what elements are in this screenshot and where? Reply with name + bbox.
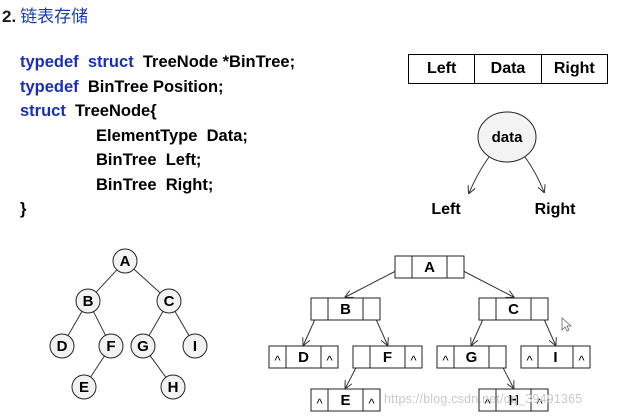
linked-node-label-f: F [383,349,392,366]
tree-node-label-i: I [193,338,197,355]
linked-node-a: A [394,255,465,279]
null-pointer-icon: ^ [368,396,375,411]
tree-edge-a-b [95,269,118,293]
tree-node-e [71,374,97,400]
code-line-1: typedef struct TreeNode *BinTree; [20,53,296,71]
tree-node-h [160,374,186,400]
code-block: typedef struct TreeNode *BinTree; typede… [20,50,295,222]
tree-edges [67,268,190,378]
tree-edge-c-i [174,311,190,336]
null-pointer-icon: ^ [442,353,449,368]
tree-node-label-h: H [168,379,179,396]
linked-node-label-c: C [508,301,519,318]
tree-node-label-b: B [83,293,94,310]
tree-node-d [49,333,75,359]
section-title: 2.链表存储 [2,2,88,27]
linked-node-label-e: E [340,392,350,409]
data-node-circle [477,111,537,163]
node-struct-diagram: Left Data Right [408,54,608,84]
linked-node-label-b: B [340,301,351,318]
null-pointer-icon: ^ [526,353,533,368]
tree-node-label-a: A [120,253,131,270]
code-line-7: } [20,200,27,218]
tree-edge-c-g [148,311,164,336]
struct-field-right: Right [553,60,595,77]
linked-node-c: C [478,297,549,321]
linked-node-label-a: A [424,259,435,276]
data-node-illustration: data Left Right [431,111,577,218]
code-line-4: ElementType Data; [96,126,248,145]
null-pointer-icon: ^ [274,353,281,368]
tree-edge-f-e [90,355,105,378]
tree-node-b [75,288,101,314]
linked-node-e: E ^ ^ [310,388,381,412]
linked-tree-arrows [304,266,556,388]
tree-edge-a-c [133,268,161,294]
struct-field-data: Data [475,55,542,83]
linked-node-label-g: G [466,349,478,366]
linked-node-d: D ^ ^ [268,345,339,369]
struct-field-left: Left [409,55,476,83]
linked-node-label-i: I [553,349,557,366]
tree-node-label-g: G [137,338,149,355]
null-pointer-icon: ^ [410,353,417,368]
null-pointer-icon: ^ [578,353,585,368]
data-right-arrow [524,156,544,192]
code-line-2: typedef BinTree Position; [20,77,224,96]
code-line-6: BinTree Right; [96,175,214,194]
binary-tree: A B C D F G I E H [49,248,208,400]
data-right-label: Right [535,201,577,218]
linked-node-h: H ^ ^ [478,388,549,412]
tree-edge-b-f [93,311,106,336]
linked-node-label-h: H [508,392,519,409]
linked-node-g: G^ [436,345,507,369]
mouse-cursor-icon [561,317,573,332]
tree-node-label-d: D [57,338,68,355]
tree-edge-b-d [67,311,83,336]
data-node-label: data [492,129,524,146]
section-number: 2. [2,7,17,26]
tree-node-label-e: E [79,379,89,396]
null-pointer-icon: ^ [326,353,333,368]
linked-node-b: B [310,297,381,321]
null-pointer-icon: ^ [536,396,543,411]
linked-node-f: F^ [352,345,423,369]
watermark: https://blog.csdn.net/qq_39491365 [384,392,583,406]
tree-edge-g-h [149,355,167,378]
data-left-arrow [469,156,490,193]
tree-node-c [156,288,182,314]
tree-node-a [112,248,138,274]
null-pointer-icon: ^ [484,396,491,411]
data-left-label: Left [431,201,461,218]
tree-node-i [182,333,208,359]
tree-node-label-f: F [106,338,115,355]
pointer-arrow-a-c [455,266,514,297]
code-line-3: struct TreeNode{ [20,102,157,120]
section-heading: 链表存储 [20,7,89,26]
code-line-5: BinTree Left; [96,151,202,169]
tree-node-g [130,333,156,359]
linked-node-label-d: D [298,349,309,366]
tree-node-f [98,333,124,359]
null-pointer-icon: ^ [316,396,323,411]
tree-node-label-c: C [164,293,175,310]
pointer-arrow-a-b [346,266,404,297]
linked-node-i: I ^ ^ [520,345,591,369]
